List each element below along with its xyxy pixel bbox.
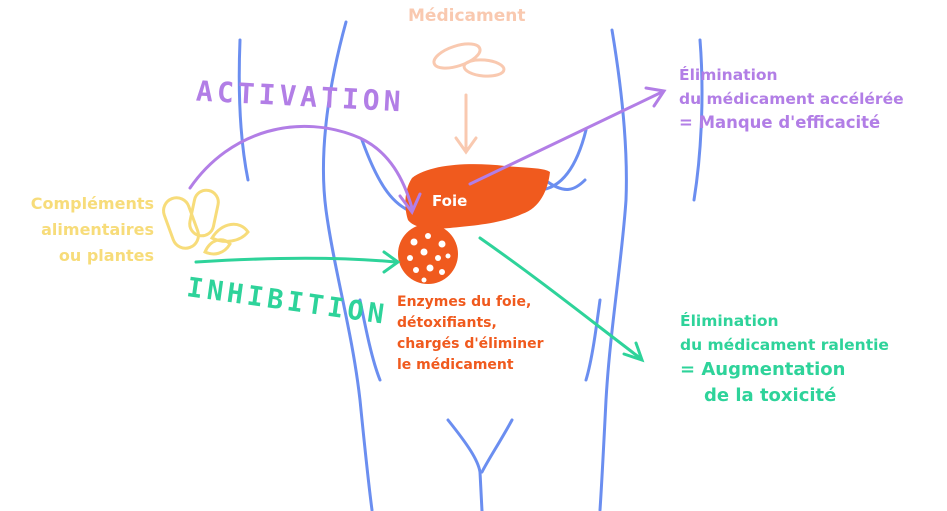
- supplements-icon: [160, 188, 248, 254]
- fast-elimination-label: Élimination du médicament accélérée = Ma…: [679, 63, 904, 135]
- fast-elimination-arrow: [470, 88, 664, 184]
- pill-arrow: [456, 95, 476, 152]
- enzymes-line-4: le médicament: [397, 355, 544, 376]
- inhibition-arrow: [196, 252, 398, 272]
- fast-elimination-line-1: Élimination: [679, 63, 904, 87]
- enzymes-label: Enzymes du foie, détoxifiants, chargés d…: [397, 292, 544, 376]
- medicament-label: Médicament: [408, 6, 525, 26]
- liver-label: Foie: [432, 192, 467, 210]
- supplements-line-3: ou plantes: [6, 243, 154, 269]
- slow-elimination-line-1: Élimination: [680, 309, 889, 333]
- supplements-label: Compléments alimentaires ou plantes: [6, 191, 154, 269]
- enzyme-circle: [398, 224, 458, 284]
- liver-shape: [405, 164, 550, 229]
- activation-arrow: [190, 126, 420, 212]
- enzymes-line-1: Enzymes du foie,: [397, 292, 544, 313]
- supplements-line-2: alimentaires: [6, 217, 154, 243]
- pill-icon: [431, 39, 505, 78]
- slow-elimination-line-2: du médicament ralentie: [680, 333, 889, 357]
- fast-elimination-line-2: du médicament accélérée: [679, 87, 904, 111]
- slow-elimination-line-4: de la toxicité: [680, 383, 889, 409]
- enzymes-line-2: détoxifiants,: [397, 313, 544, 334]
- slow-elimination-line-3: = Augmentation: [680, 357, 889, 383]
- enzymes-line-3: chargés d'éliminer: [397, 334, 544, 355]
- fast-elimination-line-3: = Manque d'efficacité: [679, 111, 904, 135]
- supplements-line-1: Compléments: [6, 191, 154, 217]
- slow-elimination-label: Élimination du médicament ralentie = Aug…: [680, 309, 889, 409]
